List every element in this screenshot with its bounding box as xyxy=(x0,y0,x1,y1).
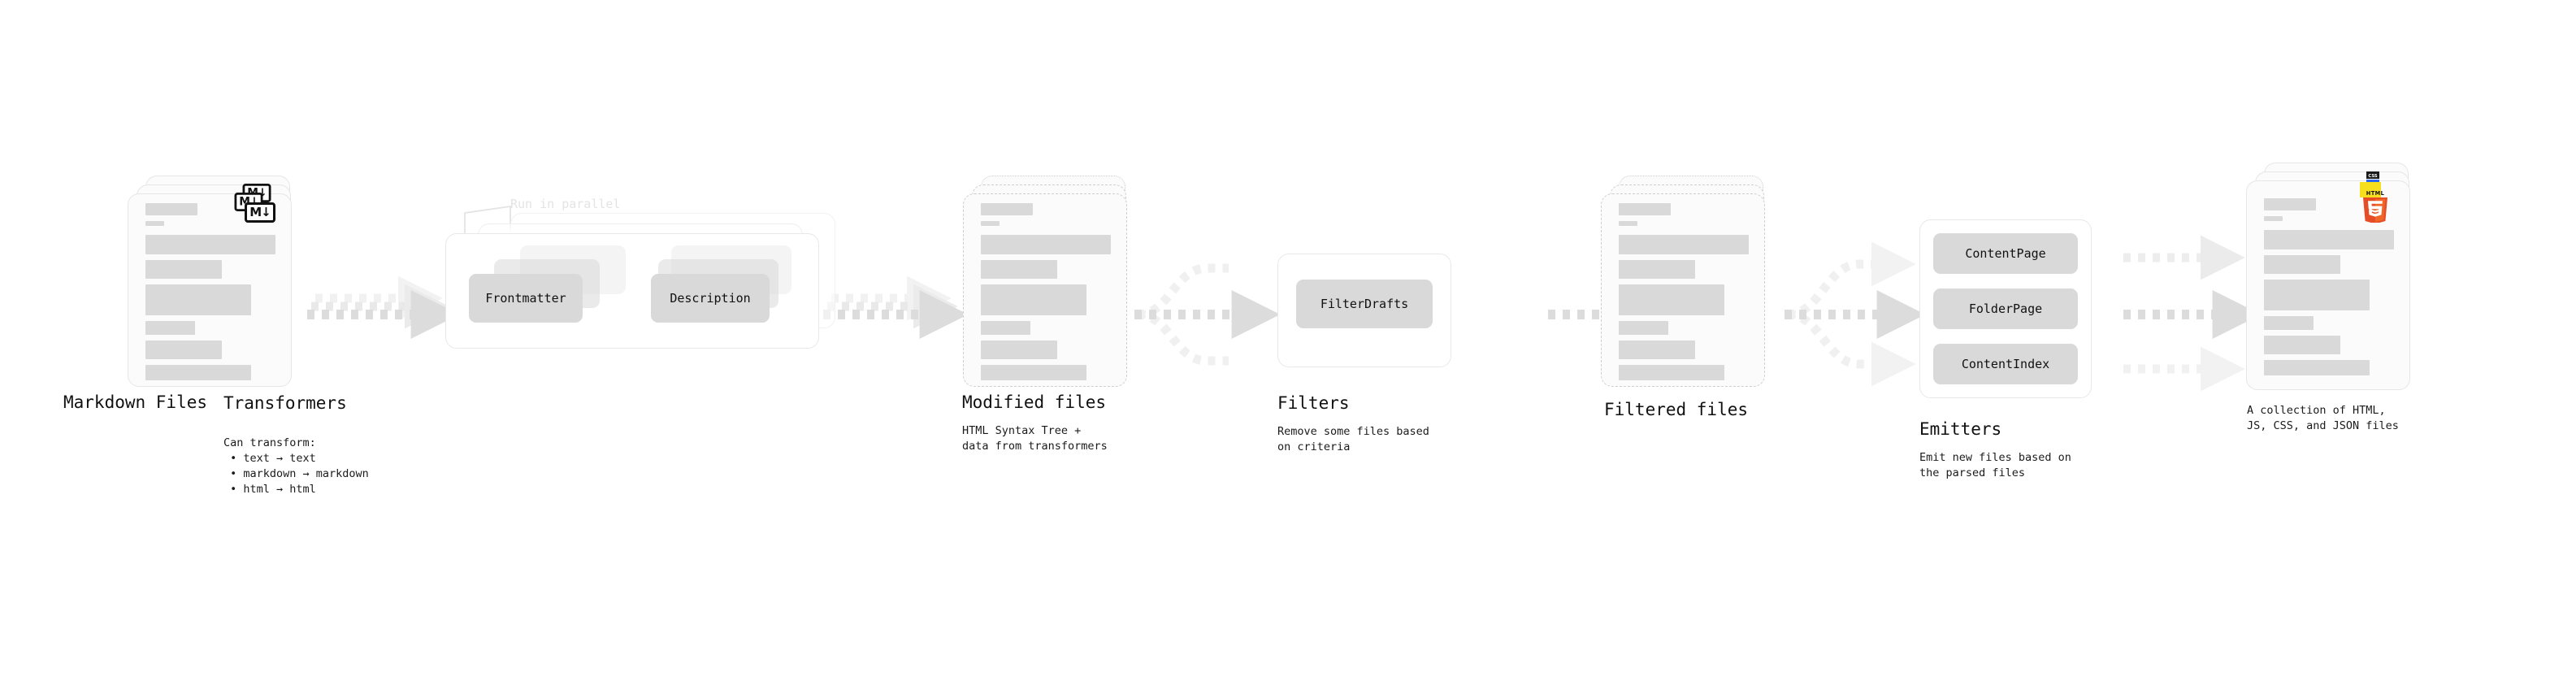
svg-text:HTML: HTML xyxy=(2366,190,2385,197)
file-content-bars xyxy=(145,203,275,386)
stage-description: Remove some files based on criteria xyxy=(1277,425,1429,454)
content-bar xyxy=(1619,221,1637,226)
transformer-chip-frontmatter[interactable]: Frontmatter xyxy=(469,274,583,323)
content-bar xyxy=(1619,235,1749,254)
content-bar xyxy=(1619,321,1668,335)
content-bar xyxy=(981,365,1086,380)
stage-modified-files: Modified files HTML Syntax Tree + data f… xyxy=(962,176,1130,453)
stage-markdown-files: M↓ M↓ M↓ Markdown Files xyxy=(63,176,295,412)
transformer-chip-description[interactable]: Description xyxy=(651,274,770,323)
modified-file-stack xyxy=(963,176,1130,387)
content-bar xyxy=(2264,198,2316,210)
content-bar xyxy=(981,221,1000,226)
stage-title: Modified files xyxy=(962,393,1107,412)
content-bar xyxy=(145,221,164,226)
stage-filtered-files: Filtered files xyxy=(1601,176,1768,419)
content-bar xyxy=(2264,316,2314,330)
content-bar xyxy=(145,321,195,335)
content-bar xyxy=(145,284,251,315)
stage-transformers: Frontmatter Description Run in parallel … xyxy=(223,197,868,496)
stage-description: Emit new files based on the parsed files xyxy=(1919,451,2071,480)
content-bar xyxy=(145,203,197,215)
content-bar xyxy=(981,260,1058,279)
content-bar xyxy=(145,260,223,279)
markdown-file-stack: M↓ M↓ M↓ xyxy=(128,176,295,387)
content-bar xyxy=(981,203,1033,215)
content-bar xyxy=(1619,365,1724,380)
svg-text:CSS: CSS xyxy=(2368,174,2377,179)
content-bar xyxy=(981,284,1086,315)
emitter-chip-contentpage[interactable]: ContentPage xyxy=(1933,233,2078,274)
content-bar xyxy=(2264,336,2341,354)
content-bar xyxy=(1619,340,1696,359)
emitter-chip-folderpage[interactable]: FolderPage xyxy=(1933,288,2078,329)
file-content-bars xyxy=(981,203,1111,386)
content-bar xyxy=(2264,255,2341,274)
content-bar xyxy=(2264,230,2394,249)
content-bar xyxy=(981,340,1058,359)
stage-title: Filters xyxy=(1277,393,1350,413)
content-bar xyxy=(981,235,1111,254)
markdown-icon: M↓ xyxy=(245,202,275,223)
stage-description: A collection of HTML, JS, CSS, and JSON … xyxy=(2247,404,2399,433)
stage-filters: FilterDrafts Filters Remove some files b… xyxy=(1277,254,1456,453)
js-icon xyxy=(2360,182,2381,197)
content-bar xyxy=(981,321,1030,335)
stage-generated-site: CSS HTML xyxy=(2246,163,2413,432)
content-bar xyxy=(1619,284,1724,315)
stage-title: Filtered files xyxy=(1604,400,1749,419)
filtered-file-stack xyxy=(1601,176,1768,387)
content-bar xyxy=(145,235,275,254)
content-bar xyxy=(145,340,223,359)
stage-emitters: ContentPage FolderPage ContentIndex Emit… xyxy=(1919,219,2114,479)
arrow-filtered-to-emitters xyxy=(1785,241,1926,387)
filter-chip-filterdrafts[interactable]: FilterDrafts xyxy=(1296,280,1433,328)
run-in-parallel-label: Run in parallel xyxy=(510,197,621,211)
content-bar xyxy=(2264,216,2283,221)
content-bar xyxy=(145,365,251,380)
file-content-bars xyxy=(2264,198,2394,381)
stage-description: HTML Syntax Tree + data from transformer… xyxy=(962,424,1108,453)
css3-icon: CSS xyxy=(2365,171,2381,184)
stage-title: Markdown Files xyxy=(63,393,208,412)
emitter-chip-contentindex[interactable]: ContentIndex xyxy=(1933,344,2078,384)
file-content-bars xyxy=(1619,203,1749,386)
arrow-modified-to-filters xyxy=(1134,263,1281,366)
content-bar xyxy=(1619,260,1696,279)
arrow-markdown-to-transformers xyxy=(307,275,460,339)
content-bar xyxy=(1619,203,1671,215)
stage-title: Transformers xyxy=(223,393,347,413)
html5-icon: HTML xyxy=(2360,189,2391,224)
stage-description: Can transform: • text → text • markdown … xyxy=(223,436,369,497)
arrow-emitters-to-site xyxy=(2123,235,2262,392)
stage-title: Emitters xyxy=(1919,419,2002,439)
generated-file-stack: CSS HTML xyxy=(2246,163,2413,390)
content-bar xyxy=(2264,280,2370,310)
content-bar xyxy=(2264,360,2370,375)
